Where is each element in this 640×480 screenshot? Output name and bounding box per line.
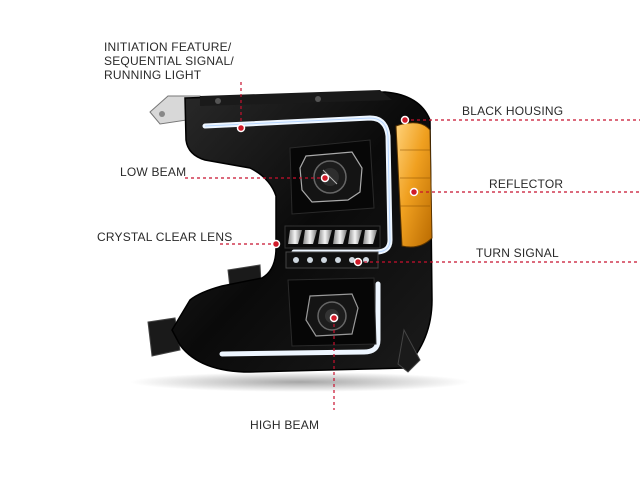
amber-reflector [395, 122, 433, 248]
callout-crystal-clear-lens: CRYSTAL CLEAR LENS [97, 230, 233, 244]
marker-low-beam [320, 173, 330, 183]
callout-high-beam: HIGH BEAM [250, 418, 320, 432]
callout-initiation-line-2: SEQUENTIAL SIGNAL/ [104, 54, 234, 68]
sequential-led-strip [284, 225, 381, 249]
callout-initiation-line-3: RUNNING LIGHT [104, 68, 202, 82]
marker-turn-signal [353, 257, 363, 267]
callout-initiation-line-1: INITIATION FEATURE/ [104, 40, 232, 54]
mounting-bracket-bottom [147, 317, 181, 357]
callout-markers [236, 115, 419, 323]
lower-light-bar [219, 281, 381, 357]
marker-black-housing [400, 115, 410, 125]
callout-black-housing: BLACK HOUSING [462, 104, 564, 118]
marker-high-beam [329, 313, 339, 323]
callout-turn-signal: TURN SIGNAL [476, 246, 559, 260]
marker-crystal-clear-lens [271, 239, 281, 249]
turn-signal-strip [285, 251, 379, 269]
marker-initiation [236, 123, 246, 133]
callout-initiation: INITIATION FEATURE/ SEQUENTIAL SIGNAL/ R… [104, 40, 234, 82]
callout-reflector: REFLECTOR [489, 177, 564, 191]
callout-low-beam: LOW BEAM [120, 165, 187, 179]
low-beam-projector [299, 151, 363, 203]
marker-reflector [409, 187, 419, 197]
callout-leader-lines [185, 82, 640, 410]
ground-shadow [130, 372, 470, 392]
